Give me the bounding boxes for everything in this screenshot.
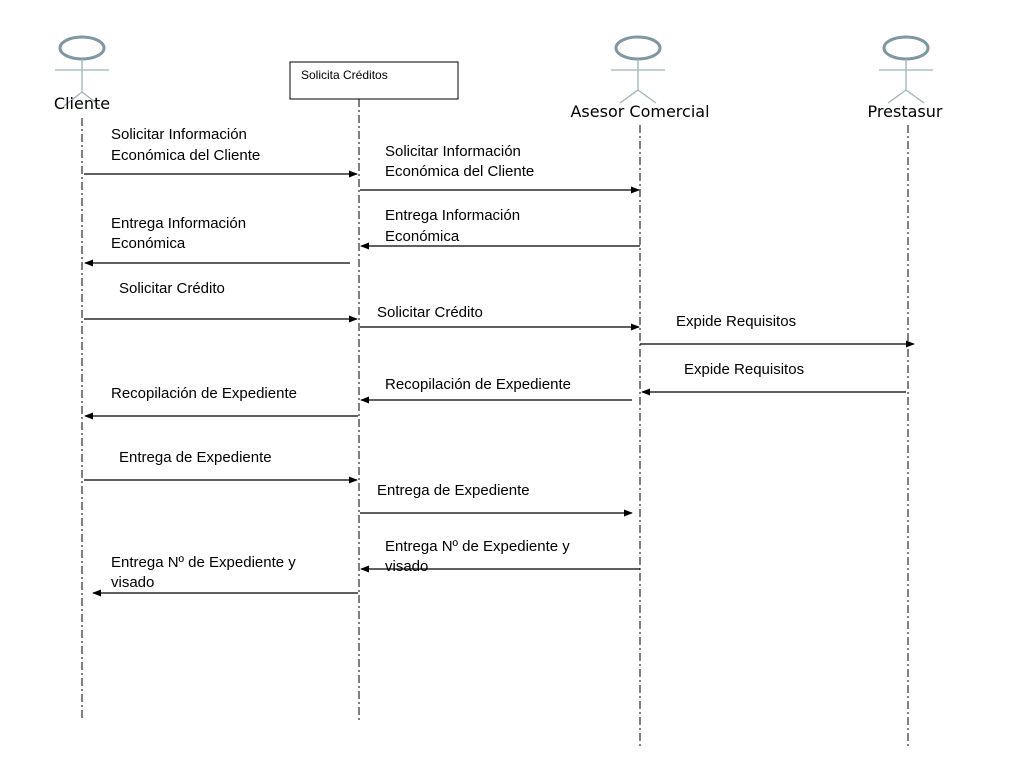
actor-prestasur: Prestasur bbox=[868, 35, 943, 121]
message-label: Entrega Nº de Expediente y visado bbox=[111, 554, 300, 591]
object-solicita-creditos: Solicita Créditos bbox=[289, 61, 459, 100]
message-label: Entrega de Expediente bbox=[119, 449, 272, 466]
message-label: Entrega Información Económica bbox=[111, 215, 250, 252]
message-arrows bbox=[84, 170, 915, 597]
message-label: Recopilación de Expediente bbox=[385, 376, 571, 393]
actor-cliente-head-icon bbox=[58, 35, 106, 61]
message-labels: Solicitar Información Económica del Clie… bbox=[111, 126, 804, 591]
actor-asesor-label: Asesor Comercial bbox=[570, 102, 709, 121]
message-label: Entrega Información Económica bbox=[385, 207, 524, 245]
message-label: Recopilación de Expediente bbox=[111, 385, 297, 402]
actor-asesor-head-icon bbox=[614, 35, 662, 61]
message-label: Entrega Nº de Expediente y visado bbox=[385, 538, 574, 575]
message-label: Solicitar Información Económica del Clie… bbox=[111, 126, 260, 164]
message-label: Solicitar Crédito bbox=[377, 304, 483, 321]
actor-prestasur-label: Prestasur bbox=[868, 102, 943, 121]
actor-cliente-label: Cliente bbox=[54, 94, 110, 113]
message-label: Expide Requisitos bbox=[676, 313, 796, 330]
message-label: Solicitar Información Económica del Clie… bbox=[385, 143, 534, 180]
message-label: Expide Requisitos bbox=[684, 361, 804, 378]
actor-asesor-comercial: Asesor Comercial bbox=[570, 35, 710, 121]
actor-prestasur-head-icon bbox=[882, 35, 930, 61]
object-box bbox=[289, 61, 459, 100]
message-label: Entrega de Expediente bbox=[377, 482, 530, 499]
object-box-label: Solicita Créditos bbox=[301, 68, 388, 82]
message-label: Solicitar Crédito bbox=[119, 280, 225, 297]
actor-cliente: Cliente bbox=[54, 35, 110, 113]
